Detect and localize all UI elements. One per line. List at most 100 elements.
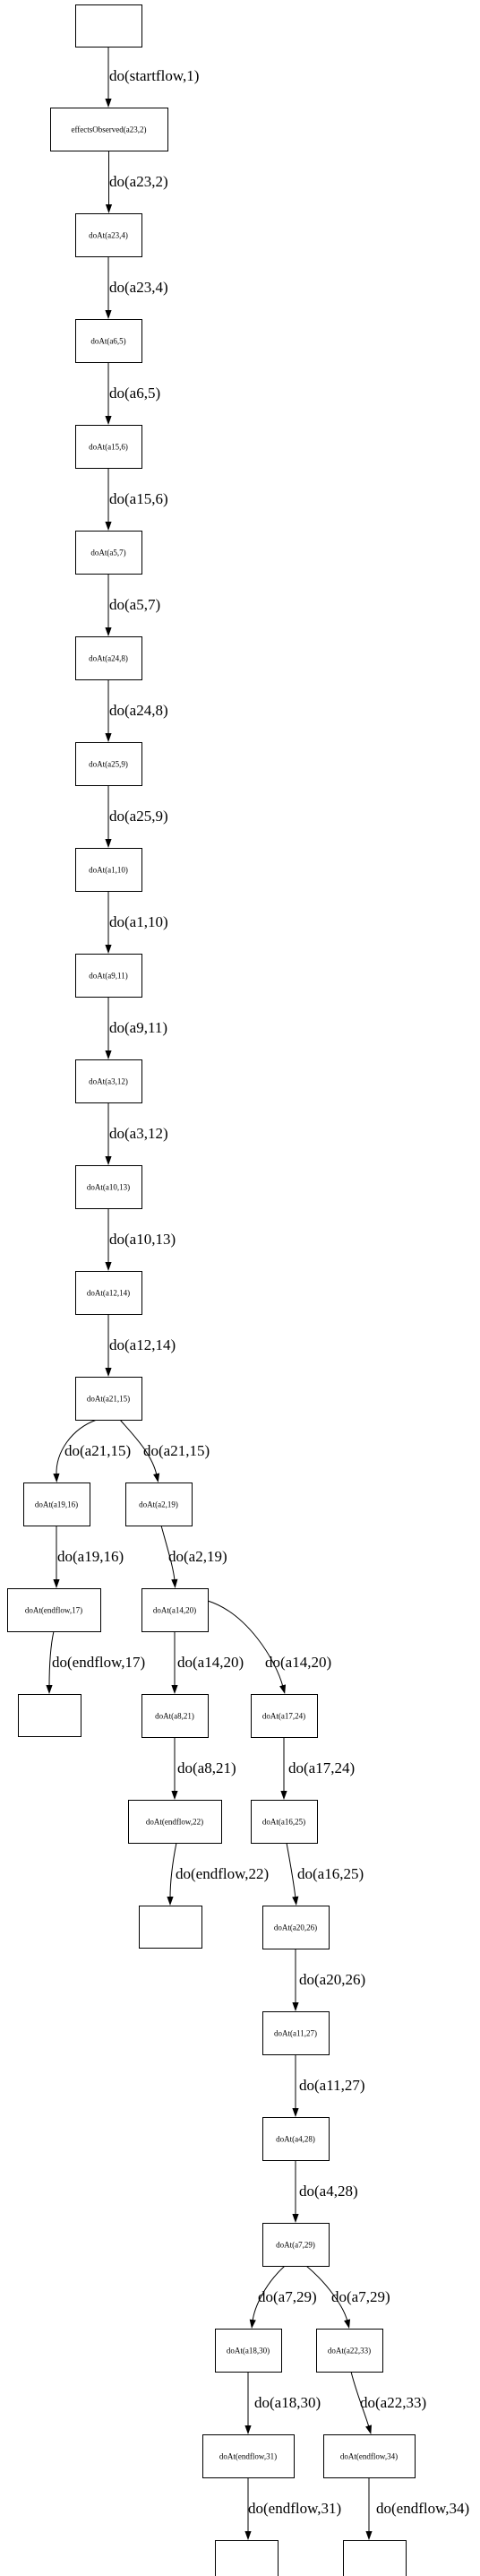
- node-doat-a24-8: doAt(a24,8): [75, 636, 142, 680]
- edge-label: do(a24,8): [109, 702, 168, 719]
- edge-do-a15-6: do(a15,6): [105, 468, 168, 531]
- edge-do-a17-24: do(a17,24): [280, 1737, 355, 1800]
- edge-do-a24-8: do(a24,8): [105, 679, 168, 742]
- edge-do-a25-9: do(a25,9): [105, 785, 168, 848]
- node-empty: [18, 1694, 81, 1737]
- node-doat-a18-30: doAt(a18,30): [215, 2329, 282, 2373]
- edge-do-a2-19: do(a2,19): [160, 1525, 227, 1588]
- edge-label: do(a16,25): [297, 1865, 364, 1882]
- node-empty: [75, 4, 142, 48]
- arrowhead: [292, 2108, 299, 2117]
- node-box: [75, 531, 142, 575]
- arrowhead: [105, 839, 112, 848]
- node-box: [75, 1271, 142, 1315]
- node-box: [141, 1588, 209, 1632]
- node-label: doAt(a15,6): [89, 443, 128, 452]
- node-label: doAt(a22,33): [328, 2347, 371, 2356]
- node-doat-a15-6: doAt(a15,6): [75, 425, 142, 469]
- node-doat-a25-9: doAt(a25,9): [75, 742, 142, 786]
- edge-do-a21-15: do(a21,15): [119, 1419, 210, 1482]
- node-box: [323, 2434, 416, 2478]
- node-box: [75, 1377, 142, 1421]
- edge-do-endflow-31: do(endflow,31): [244, 2477, 341, 2540]
- edge-do-a11-27: do(a11,27): [292, 2054, 365, 2117]
- node-label: doAt(a1,10): [89, 866, 128, 875]
- node-doat-a10-13: doAt(a10,13): [75, 1165, 142, 1209]
- edge-line: [119, 1419, 158, 1476]
- node-box: [139, 1906, 202, 1949]
- node-empty: [343, 2540, 407, 2576]
- node-doat-endflow-34: doAt(endflow,34): [323, 2434, 416, 2478]
- edge-do-a8-21: do(a8,21): [171, 1737, 236, 1800]
- arrowhead: [167, 1897, 174, 1906]
- edge-label: do(a17,24): [288, 1759, 355, 1776]
- node-doat-a23-4: doAt(a23,4): [75, 213, 142, 257]
- node-box: [202, 2434, 295, 2478]
- edge-label: do(a5,7): [109, 596, 160, 613]
- arrowhead: [292, 2002, 299, 2011]
- node-doat-a21-15: doAt(a21,15): [75, 1377, 142, 1421]
- edge-label: do(a25,9): [109, 808, 168, 825]
- edge-line: [160, 1525, 176, 1582]
- edge-label: do(a1,10): [109, 913, 168, 930]
- node-doat-a2-19: doAt(a2,19): [125, 1482, 193, 1526]
- node-box: [75, 954, 142, 998]
- edge-label: do(a14,20): [177, 1654, 244, 1671]
- arrowhead: [153, 1473, 160, 1482]
- node-label: doAt(endflow,22): [146, 1818, 203, 1827]
- edge-do-endflow-17: do(endflow,17): [46, 1630, 145, 1694]
- node-label: doAt(a19,16): [35, 1500, 78, 1509]
- edge-do-a7-29: do(a7,29): [305, 2265, 390, 2329]
- edge-label: do(a4,28): [299, 2183, 358, 2200]
- edge-do-endflow-22: do(endflow,22): [167, 1842, 269, 1906]
- arrowhead: [105, 522, 112, 531]
- edge-label: do(a18,30): [254, 2394, 321, 2411]
- node-label: doAt(a25,9): [89, 760, 128, 769]
- arrowhead: [365, 2425, 372, 2434]
- arrowhead: [105, 1050, 112, 1059]
- node-label: effectsObserved(a23,2): [71, 125, 146, 134]
- edge-label: do(a10,13): [109, 1231, 176, 1248]
- node-doat-endflow-17: doAt(endflow,17): [7, 1588, 101, 1632]
- node-label: doAt(a14,20): [153, 1606, 196, 1615]
- edge-do-a16-25: do(a16,25): [286, 1842, 364, 1906]
- node-label: doAt(a11,27): [274, 2029, 317, 2038]
- node-box: [50, 108, 168, 151]
- arrowhead: [280, 1791, 287, 1800]
- edge-do-a22-33: do(a22,33): [350, 2371, 426, 2434]
- node-doat-a16-25: doAt(a16,25): [251, 1800, 318, 1844]
- node-doat-a6-5: doAt(a6,5): [75, 319, 142, 363]
- node-empty: [139, 1906, 202, 1949]
- node-label: doAt(a21,15): [87, 1395, 130, 1404]
- edge-label: do(a7,29): [331, 2288, 390, 2305]
- node-doat-a11-27: doAt(a11,27): [262, 2011, 330, 2055]
- edge-do-a18-30: do(a18,30): [244, 2372, 321, 2434]
- edge-do-a9-11: do(a9,11): [105, 997, 167, 1059]
- edge-label: do(a23,2): [109, 173, 168, 190]
- node-label: doAt(a5,7): [90, 549, 125, 558]
- edge-label: do(a19,16): [57, 1548, 124, 1565]
- node-doat-a3-12: doAt(a3,12): [75, 1059, 142, 1103]
- node-empty: [215, 2540, 279, 2576]
- arrowhead: [105, 1156, 112, 1165]
- node-doat-a19-16: doAt(a19,16): [23, 1482, 90, 1526]
- node-box: [75, 636, 142, 680]
- node-doat-a7-29: doAt(a7,29): [262, 2223, 330, 2267]
- edge-label: do(a21,15): [143, 1442, 210, 1459]
- node-box: [251, 1800, 318, 1844]
- edge-do-a5-7: do(a5,7): [105, 574, 160, 636]
- edge-label: do(a9,11): [109, 1019, 167, 1036]
- node-box: [128, 1800, 222, 1844]
- node-doat-a4-28: doAt(a4,28): [262, 2117, 330, 2161]
- edge-do-a14-20: do(a14,20): [171, 1631, 244, 1694]
- node-box: [75, 1059, 142, 1103]
- node-box: [75, 848, 142, 892]
- edge-label: do(endflow,17): [52, 1654, 145, 1671]
- node-box: [215, 2329, 282, 2373]
- node-box: [215, 2540, 279, 2576]
- edge-do-a1-10: do(a1,10): [105, 891, 168, 954]
- node-box: [18, 1694, 81, 1737]
- node-box: [262, 1906, 330, 1949]
- node-doat-a8-21: doAt(a8,21): [141, 1694, 209, 1738]
